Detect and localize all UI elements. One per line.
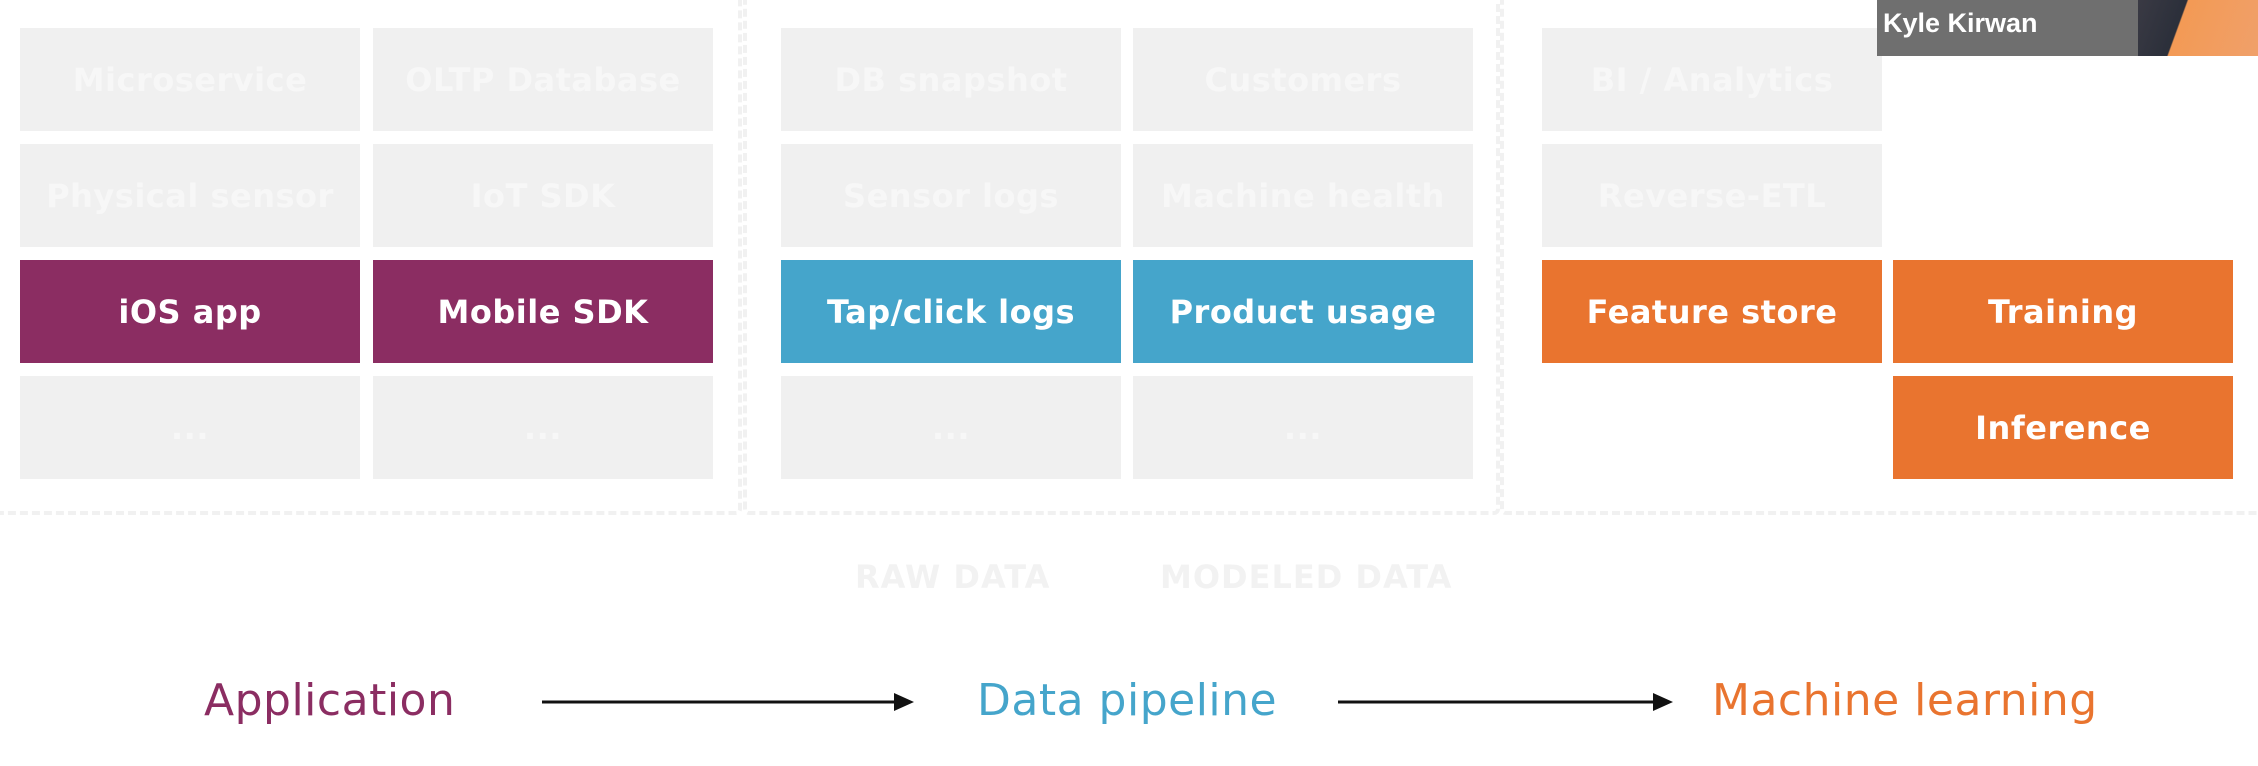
- app-box-iot-sdk: IoT SDK: [373, 144, 713, 247]
- ml-box-bi-analytics: BI / Analytics: [1542, 28, 1882, 131]
- modeled-data-label: MODELED DATA: [1160, 558, 1453, 596]
- pipeline-box-product-usage: Product usage: [1133, 260, 1473, 363]
- app-box-ellipsis-1: ...: [20, 376, 360, 479]
- ml-box-feature-store: Feature store: [1542, 260, 1882, 363]
- pipeline-group: [743, 0, 1500, 515]
- application-group: [0, 0, 742, 515]
- pipeline-box-customers: Customers: [1133, 28, 1473, 131]
- app-box-ios-app: iOS app: [20, 260, 360, 363]
- arrow-right-icon: [542, 693, 914, 711]
- arrow-right-icon: [1338, 693, 1673, 711]
- ml-box-inference: Inference: [1893, 376, 2233, 479]
- ml-box-training: Training: [1893, 260, 2233, 363]
- presenter-photo: [2138, 0, 2258, 56]
- pipeline-box-db-snapshot: DB snapshot: [781, 28, 1121, 131]
- raw-data-label: RAW DATA: [855, 558, 1051, 596]
- stage-data-pipeline: Data pipeline: [977, 675, 1278, 726]
- ml-group: [1500, 0, 2258, 515]
- app-box-mobile-sdk: Mobile SDK: [373, 260, 713, 363]
- pipeline-box-ellipsis-2: ...: [1133, 376, 1473, 479]
- app-box-oltp-database: OLTP Database: [373, 28, 713, 131]
- app-box-physical-sensor: Physical sensor: [20, 144, 360, 247]
- pipeline-box-sensor-logs: Sensor logs: [781, 144, 1121, 247]
- ml-box-reverse-etl: Reverse-ETL: [1542, 144, 1882, 247]
- pipeline-box-machine-health: Machine health: [1133, 144, 1473, 247]
- stage-machine-learning: Machine learning: [1712, 675, 2098, 726]
- presenter-name: Kyle Kirwan: [1883, 8, 2038, 38]
- pipeline-box-tap-click-logs: Tap/click logs: [781, 260, 1121, 363]
- app-box-microservice: Microservice: [20, 28, 360, 131]
- pipeline-box-ellipsis-1: ...: [781, 376, 1121, 479]
- app-box-ellipsis-2: ...: [373, 376, 713, 479]
- presenter-video: Kyle Kirwan: [1877, 0, 2258, 56]
- stage-application: Application: [204, 675, 456, 726]
